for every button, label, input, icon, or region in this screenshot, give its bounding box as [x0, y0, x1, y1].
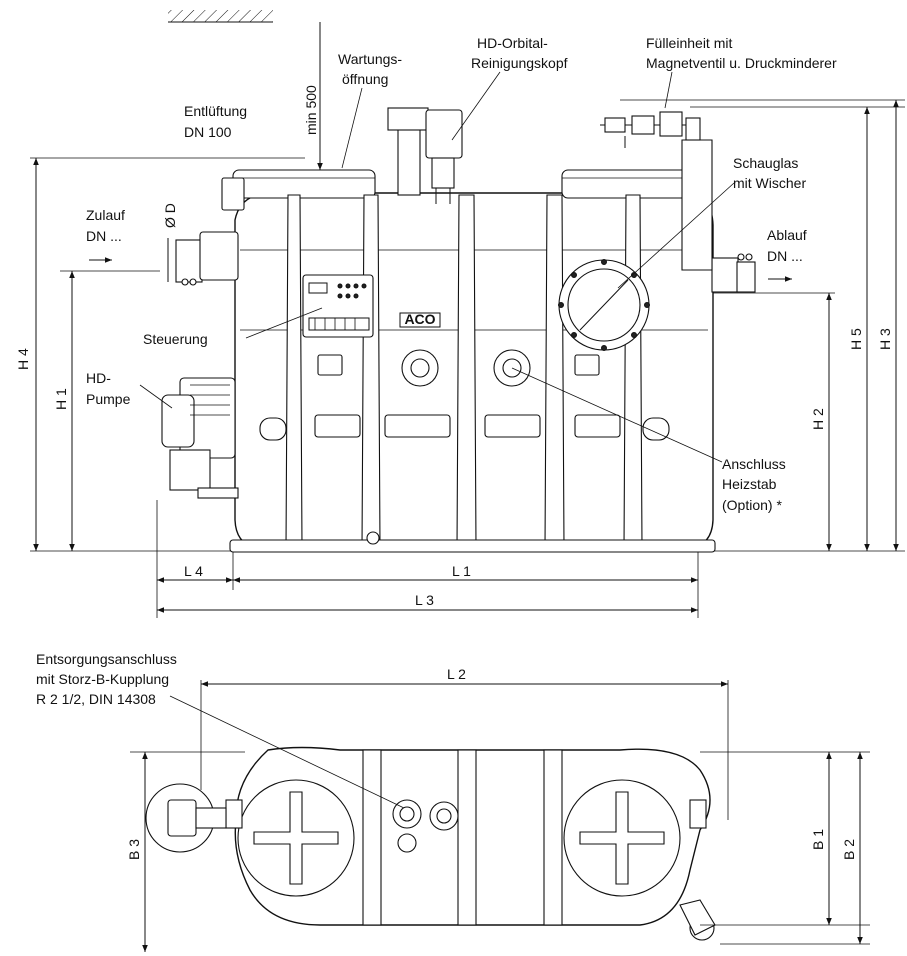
ceiling-hatch	[168, 10, 273, 23]
label-entsorgung-line1: Entsorgungsanschluss	[36, 651, 177, 667]
control-unit	[302, 274, 374, 338]
dim-h5: H 5	[848, 107, 870, 551]
label-anschluss-line3: (Option) *	[722, 497, 782, 513]
dim-l1: L 1	[233, 563, 698, 583]
label-wartung-line1: Wartungs-	[338, 51, 402, 67]
label-fuelleinheit-line1: Fülleinheit mit	[646, 35, 732, 51]
outlet-pipe	[711, 253, 756, 293]
svg-text:H 5: H 5	[848, 328, 864, 350]
label-entlueftung-line2: DN 100	[184, 124, 232, 140]
svg-text:B 2: B 2	[841, 839, 857, 860]
label-entlueftung-line1: Entlüftung	[184, 103, 247, 119]
inlet-pipe	[175, 231, 239, 286]
label-entsorgung-line2: mit Storz-B-Kupplung	[36, 671, 169, 687]
svg-text:B 3: B 3	[126, 839, 142, 860]
filling-unit	[600, 111, 713, 271]
dim-h4: H 4	[15, 158, 39, 551]
svg-text:L 3: L 3	[415, 592, 434, 608]
svg-text:L 4: L 4	[184, 563, 203, 579]
dim-l3: L 3	[157, 592, 698, 613]
dim-b1: B 1	[810, 752, 832, 925]
separator-tank	[229, 169, 716, 553]
svg-text:min 500: min 500	[303, 85, 319, 135]
svg-text:Ø D: Ø D	[162, 203, 178, 228]
svg-text:L 1: L 1	[452, 563, 471, 579]
svg-text:H 4: H 4	[15, 348, 31, 370]
aco-logo: ACO	[399, 311, 441, 328]
hd-orbital-cleaning-head	[387, 107, 463, 204]
label-anschluss-line1: Anschluss	[722, 456, 786, 472]
dim-l2: L 2	[201, 666, 728, 687]
dim-h3: H 3	[877, 100, 899, 551]
label-ablauf-line1: Ablauf	[767, 227, 807, 243]
svg-text:B 1: B 1	[810, 829, 826, 850]
svg-text:L 2: L 2	[447, 666, 466, 682]
dim-b2: B 2	[841, 752, 863, 944]
dim-h2: H 2	[810, 293, 832, 551]
label-zulauf-line1: Zulauf	[86, 207, 125, 223]
vent-pipe	[221, 177, 245, 211]
hd-pump-top	[145, 783, 227, 853]
dim-diameter: Ø D	[162, 203, 178, 282]
label-schauglas-line2: mit Wischer	[733, 175, 806, 191]
top-view: L 2	[36, 651, 870, 952]
label-ablauf-line2: DN ...	[767, 248, 803, 264]
tank-ribs	[285, 194, 643, 549]
label-zulauf-line2: DN ...	[86, 228, 122, 244]
label-wartung-line2: öffnung	[342, 71, 388, 87]
label-schauglas-line1: Schauglas	[733, 155, 798, 171]
svg-text:ACO: ACO	[404, 311, 435, 327]
tank-top	[225, 746, 716, 941]
label-anschluss-line2: Heizstab	[722, 476, 777, 492]
dim-h1: H 1	[53, 271, 75, 551]
label-steuerung: Steuerung	[143, 331, 208, 347]
label-hd-kopf-line2: Reinigungskopf	[471, 55, 568, 71]
svg-text:H 2: H 2	[810, 408, 826, 430]
label-hd-kopf-line1: HD-Orbital-	[477, 35, 548, 51]
label-hd-pumpe-line1: HD-	[86, 370, 111, 386]
svg-text:H 3: H 3	[877, 328, 893, 350]
label-hd-pumpe-line2: Pumpe	[86, 391, 131, 407]
dim-b3: B 3	[126, 752, 148, 952]
label-entsorgung-line3: R 2 1/2, DIN 14308	[36, 691, 156, 707]
svg-text:H 1: H 1	[53, 388, 69, 410]
label-fuelleinheit-line2: Magnetventil u. Druckminderer	[646, 55, 837, 71]
dim-min500: min 500	[303, 22, 323, 170]
sight-glass	[558, 259, 650, 351]
dim-l4: L 4	[157, 563, 233, 583]
front-view: ACO	[15, 10, 905, 618]
hd-pump	[161, 377, 239, 499]
